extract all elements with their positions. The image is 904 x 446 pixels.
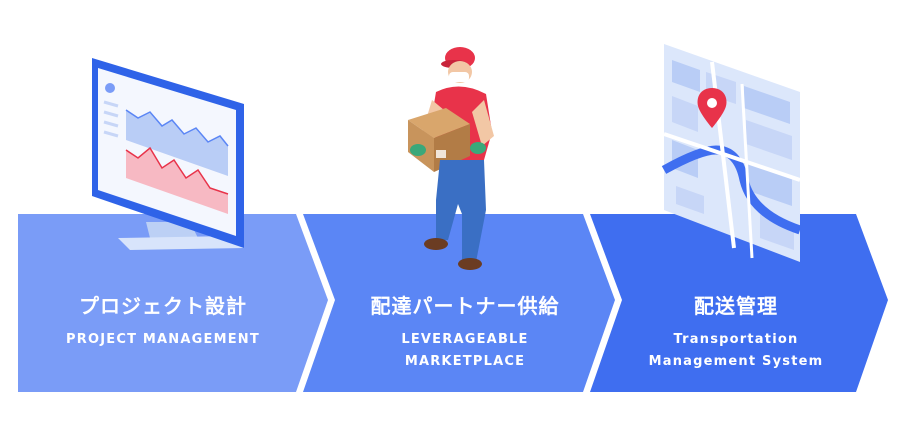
step-2-subtitle-line2: MARKETPLACE bbox=[404, 354, 526, 369]
step-2-label: 配達パートナー供給 LEVERAGEABLE MARKETPLACE bbox=[320, 290, 610, 373]
step-2-title: 配達パートナー供給 bbox=[370, 294, 560, 318]
step-3-subtitle-line2: Management System bbox=[648, 354, 824, 369]
step-3-arrow bbox=[590, 214, 888, 392]
delivery-worker-icon bbox=[408, 47, 494, 270]
step-2-subtitle-line1: LEVERAGEABLE bbox=[401, 332, 529, 347]
step-2-arrow bbox=[303, 214, 615, 392]
step-1-subtitle: PROJECT MANAGEMENT bbox=[66, 332, 260, 347]
step-3-label: 配送管理 Transportation Management System bbox=[596, 290, 876, 373]
monitor-chart-icon bbox=[92, 58, 244, 250]
step-1-arrow bbox=[18, 214, 328, 392]
step-1-label: プロジェクト設計 PROJECT MANAGEMENT bbox=[18, 290, 308, 351]
city-map-pin-icon bbox=[661, 44, 802, 262]
step-3-subtitle-line1: Transportation bbox=[673, 332, 799, 347]
step-1-title: プロジェクト設計 bbox=[79, 294, 247, 318]
step-3-title: 配送管理 bbox=[694, 294, 778, 318]
